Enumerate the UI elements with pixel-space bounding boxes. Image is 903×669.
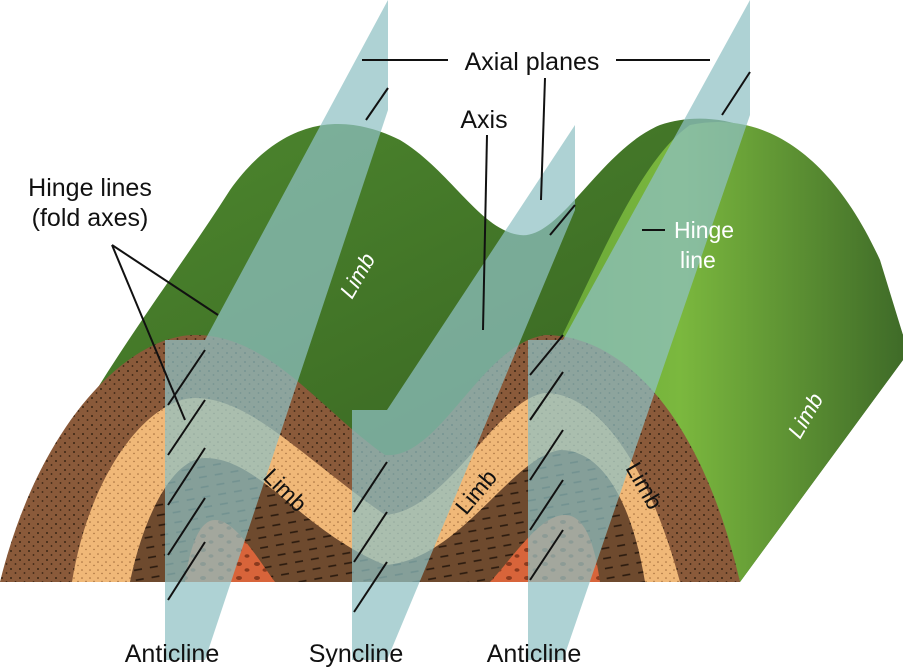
label-anticline-left: Anticline [125, 640, 220, 668]
label-hinge-line-bottom: line [680, 247, 716, 273]
label-anticline-right: Anticline [487, 640, 582, 668]
axial-plane-middle [352, 125, 575, 660]
axial-plane-right [528, 0, 750, 660]
label-hinge-lines: Hinge lines [28, 174, 152, 202]
leader-hinge-a [111, 244, 219, 316]
label-axial-planes: Axial planes [465, 48, 600, 76]
axial-plane-left [165, 0, 388, 660]
leader-axis [482, 134, 488, 331]
label-hinge-line-top: Hinge [674, 217, 734, 243]
hinge-mark [167, 541, 206, 601]
label-fold-axes: (fold axes) [32, 204, 149, 232]
label-syncline: Syncline [309, 640, 404, 668]
leader-axial-middle [540, 77, 546, 201]
leader-hinge-b [111, 244, 186, 421]
label-axis: Axis [460, 106, 507, 134]
